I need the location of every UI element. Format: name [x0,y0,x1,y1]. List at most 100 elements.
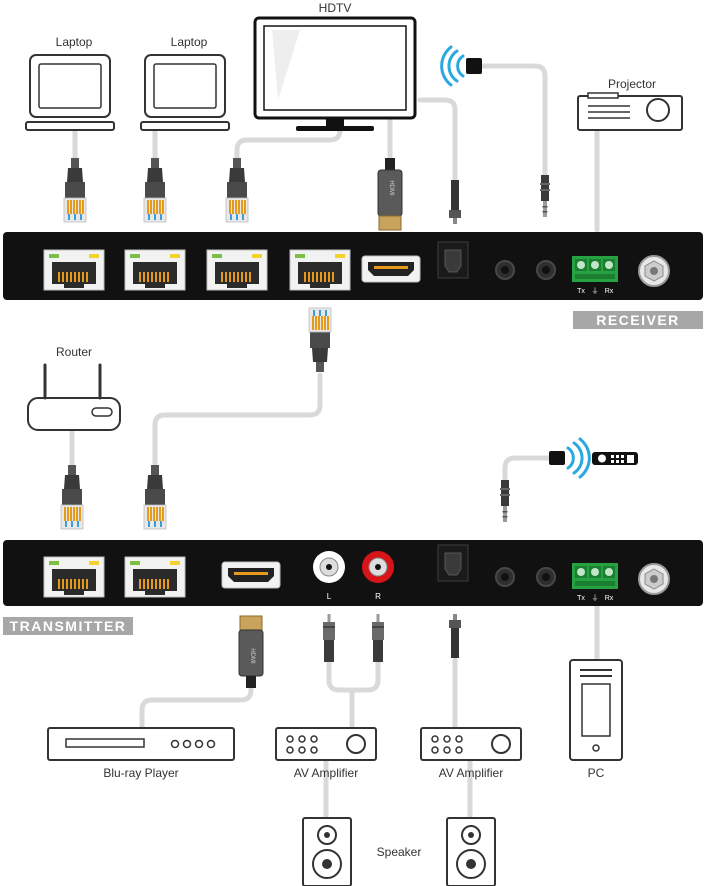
cable-bluray [139,677,254,731]
pc-panel [581,683,611,737]
bluray-player [47,727,235,761]
bluray-label: Blu-ray Player [103,766,178,780]
rj45-plug-hdtv [225,157,249,223]
transmitter-rs232-terminal[interactable] [572,563,618,589]
transmitter-ir-jack-2[interactable] [536,567,556,587]
laptop-icon [25,54,115,131]
av-amplifier-1 [275,727,377,761]
router [27,363,121,431]
projector-label: Projector [608,77,656,91]
hdmi-plug-hdtv: HDMI [377,158,403,231]
pc-label: PC [588,766,605,780]
ir-waves-icon [566,437,591,479]
transmitter-tx-label: Tx [577,595,585,602]
rca-plug-left [323,614,335,662]
cable-hdtv-ethernet [234,117,343,165]
laptop-2-label: Laptop [171,35,208,49]
transmitter-hdbaset-port[interactable] [124,556,186,598]
ir-emitter-head [549,451,565,465]
speaker-1 [302,817,352,886]
transmitter-rca-right[interactable] [362,551,394,583]
bluray-tray [65,738,145,748]
rj45-plug-laptop2 [143,157,167,223]
rj45-plug-link-transmitter [143,464,167,530]
receiver-hdmi-port[interactable] [361,255,421,283]
rca-plug-right [372,614,384,662]
laptop-icon [140,54,230,131]
cable-hdbaset-link [152,372,323,468]
transmitter-rj45-port-1[interactable] [43,556,105,598]
hdtv [253,16,417,131]
pc-tower [569,659,623,761]
cables [69,63,600,821]
receiver-rj45-port-1[interactable] [43,249,105,291]
hdmi-plug-bluray: HDMI [238,615,264,688]
projector-top [587,92,619,99]
projector [577,92,683,131]
laptop-2 [140,54,230,131]
mini-plug-ir-receiver [540,175,550,217]
av-amplifier-1-label: AV Amplifier [294,766,358,780]
receiver-unit: Tx ⏚ Rx [3,232,703,300]
receiver-ir-jack-2[interactable] [536,260,556,280]
laptop-1 [25,54,115,131]
transmitter-optical-port[interactable] [437,544,469,582]
rj45-plug-router [60,464,84,530]
receiver-banner-text: RECEIVER [596,312,680,328]
av-amplifier-2 [420,727,522,761]
projector-lens [646,98,670,122]
bluray-buttons [170,739,216,749]
audio-right-label: R [375,592,381,601]
tv-stand [296,126,374,131]
projector-vents [588,105,630,119]
transmitter-coax-port[interactable] [638,563,670,595]
transmitter-hdmi-port[interactable] [221,561,281,589]
router-led [91,407,113,417]
transmitter-ir-jack[interactable] [495,567,515,587]
hdmi-plug-label: HDMI [388,180,394,196]
laptop-1-label: Laptop [56,35,93,49]
cable-ir-emitter [502,455,554,483]
receiver-banner: RECEIVER [573,311,703,329]
receiver-rj45-port-3[interactable] [206,249,268,291]
speaker-2 [446,817,496,886]
receiver-hdbaset-port[interactable] [289,249,351,291]
router-body [27,397,121,431]
tv-neck [326,118,344,128]
receiver-banner-bg [573,311,703,329]
hdtv-label: HDTV [319,1,352,15]
receiver-ir-jack[interactable] [495,260,515,280]
speaker-label: Speaker [377,845,422,859]
receiver-rj45-port-2[interactable] [124,249,186,291]
remote-control-icon [592,452,638,465]
receiver-rx-label: Rx [605,288,614,295]
transmitter-banner: TRANSMITTER [3,617,133,635]
transmitter-rca-left[interactable] [313,551,345,583]
transmitter-unit: L R Tx ⏚ Rx [3,540,703,606]
cable-rca [326,659,381,731]
mini-plug-ir-emitter [500,480,510,522]
optical-plug-amp [449,614,461,658]
transmitter-banner-bg [3,617,133,635]
optical-plug-hdtv [449,180,461,224]
receiver-gnd-label: ⏚ [592,287,599,295]
cable-hdtv-optical [417,97,458,188]
ir-receiver-head [466,58,482,74]
receiver-optical-port[interactable] [437,241,469,279]
transmitter-gnd-label: ⏚ [592,594,599,602]
ir-emitter [549,437,638,479]
router-label: Router [56,345,92,359]
receiver-rs232-terminal[interactable] [572,256,618,282]
rj45-plug-laptop1 [63,157,87,223]
hdmi-plug-label: HDMI [249,648,255,664]
transmitter-banner-text: TRANSMITTER [10,618,127,634]
audio-left-label: L [327,592,332,601]
rj45-plug-link-receiver [308,307,332,373]
receiver-coax-port[interactable] [638,255,670,287]
ir-receiver [440,45,482,87]
receiver-tx-label: Tx [577,288,585,295]
av-amplifier-2-label: AV Amplifier [439,766,503,780]
transmitter-rx-label: Rx [605,595,614,602]
cable-ir-receiver [478,63,548,178]
